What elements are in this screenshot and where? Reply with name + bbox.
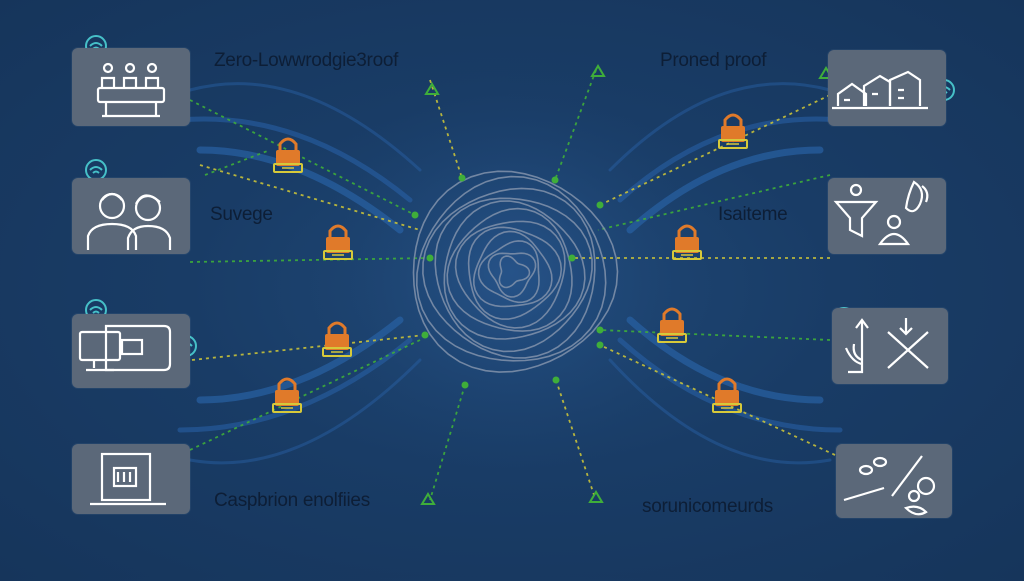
node-filter [828, 178, 946, 254]
connector-dot [458, 174, 466, 182]
connector-dot [596, 341, 604, 349]
padlock-icon [712, 377, 742, 413]
node-people [72, 178, 190, 254]
connector-dot [411, 211, 419, 219]
connector-line [429, 79, 463, 179]
swirl-arc [196, 316, 404, 404]
swirl-arc [177, 116, 413, 203]
label-bottom-right: sorunicomeurds [642, 496, 773, 517]
connector-dot [551, 176, 559, 184]
swirl-arc [188, 358, 422, 465]
padlock-icon [273, 137, 303, 173]
fingerprint-ridge [446, 207, 573, 332]
swirl-arc [626, 146, 824, 234]
connector-line [204, 149, 271, 176]
fingerprint-ridge [412, 170, 619, 373]
connector-dot [461, 381, 469, 389]
padlock-icon [323, 224, 353, 260]
connector-line [199, 164, 421, 231]
fingerprint-ridge [472, 230, 553, 308]
padlock-icon [657, 307, 687, 343]
swirl-arc [608, 358, 832, 465]
connector-line [599, 344, 836, 456]
connector-dot [568, 254, 576, 262]
connector-line [189, 99, 416, 216]
two-people-icon [86, 192, 172, 250]
connector-line [597, 174, 831, 231]
label-top-right: Proned proof [660, 50, 767, 71]
label-mid-right: Isaiteme [718, 204, 788, 225]
node-chart [832, 308, 948, 384]
fingerprint-ridge [434, 197, 593, 353]
fingerprint-ridge [498, 255, 531, 289]
connector-dot [596, 326, 604, 334]
chart-tools-icon [844, 318, 929, 374]
filter-person-icon [833, 180, 929, 246]
label-top-left: Zero-Lowwrodgie3roof [214, 50, 399, 71]
node-computer [72, 314, 190, 388]
fingerprint-ridge [422, 187, 596, 359]
center-glow [292, 52, 732, 492]
padlock-icon [272, 377, 302, 413]
server-cabinet-icon [90, 452, 166, 506]
label-mid-left: Suvege [210, 204, 273, 225]
node-tools [836, 444, 952, 518]
arrow-marker [590, 64, 606, 77]
fingerprint-ridge [415, 175, 607, 362]
swirl-arcs [177, 82, 843, 465]
node-buildings [828, 50, 946, 126]
fingerprint-ridge [487, 252, 537, 298]
fingerprint-ridge [454, 220, 566, 329]
fingerprint-ridge [443, 200, 586, 340]
node-server [72, 444, 190, 514]
connector-line [555, 379, 595, 496]
fingerprint-ridge [467, 226, 563, 320]
fingerprint-icon [412, 170, 619, 373]
label-bottom-left: Caspbrion enolfiies [214, 490, 370, 511]
fingerprint-ridge [477, 240, 540, 304]
connector-endpoints [411, 174, 604, 389]
connector-dot [421, 331, 429, 339]
swirl-arc [188, 82, 422, 172]
connector-lines [189, 69, 836, 501]
connector-line [599, 329, 831, 341]
connector-dot [426, 254, 434, 262]
swirl-arc [608, 82, 832, 172]
padlock-icon [718, 113, 748, 149]
arrow-marker [588, 490, 604, 503]
padlock-icon [672, 224, 702, 260]
hand-tools-icon [843, 455, 936, 516]
padlock-icons [272, 113, 748, 413]
arrow-marker [420, 492, 436, 505]
connector-line [189, 339, 421, 451]
connector-line [554, 69, 597, 181]
computer-monitor-icon [78, 324, 172, 372]
connector-line [429, 384, 466, 501]
swirl-arc [177, 337, 413, 433]
connector-line [599, 94, 831, 206]
meeting-table-icon [96, 62, 166, 118]
connector-dot [552, 376, 560, 384]
node-meeting [72, 48, 190, 126]
buildings-icon [832, 70, 928, 110]
wifi-icon [85, 159, 107, 181]
padlock-icon [322, 321, 352, 357]
arrow-marker [424, 82, 440, 95]
connector-dot [596, 201, 604, 209]
connector-line [189, 257, 431, 263]
swirl-arc [196, 146, 404, 234]
